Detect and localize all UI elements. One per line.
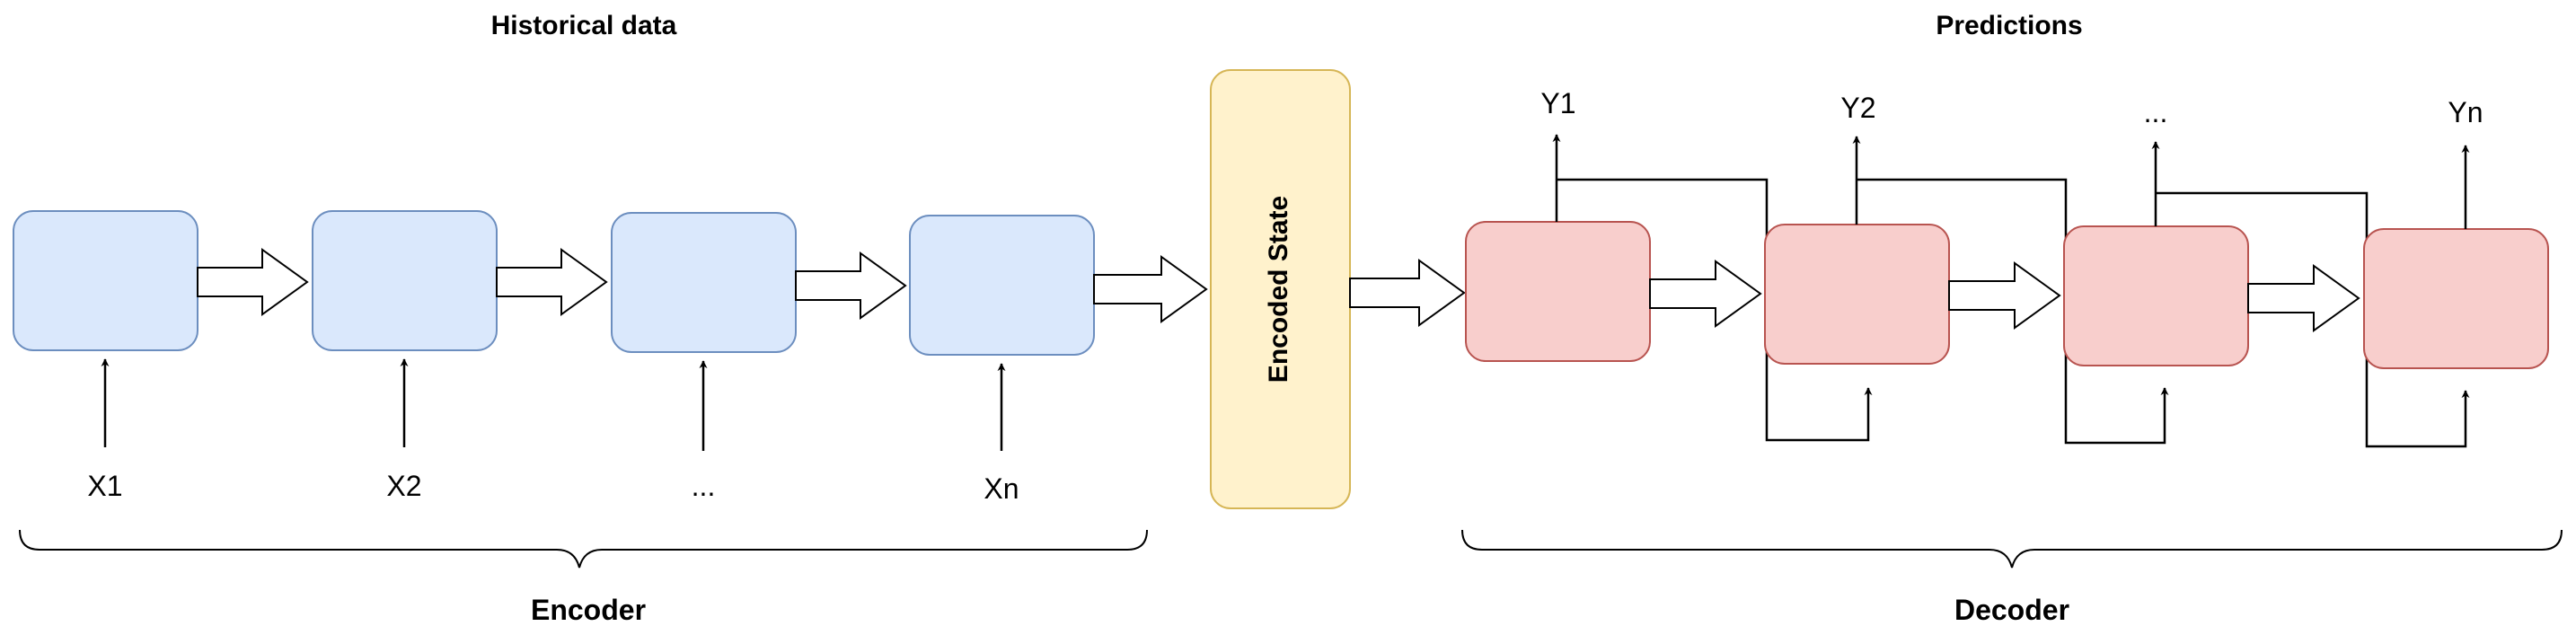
- decoder-arrow-2: [1948, 261, 2061, 330]
- decoder-cell-2: [1764, 224, 1950, 365]
- input-label-x1: X1: [87, 470, 122, 502]
- input-label-x2: X2: [386, 470, 421, 502]
- feedback-line-3: [2156, 191, 2470, 448]
- decoder-cell-1: [1465, 221, 1651, 362]
- state-to-decoder-arrow: [1349, 259, 1466, 327]
- encoder-arrow-4: [1093, 255, 1208, 323]
- decoder-arrow-1: [1649, 260, 1762, 328]
- encoder-cell-2: [312, 210, 498, 351]
- encoder-arrow-1: [197, 248, 309, 316]
- feedback-connectors: [1557, 178, 2470, 448]
- input-label-xn: Xn: [984, 472, 1019, 505]
- predictions-title: Predictions: [1936, 11, 2082, 40]
- decoder-arrow-3: [2247, 264, 2360, 332]
- encoder-arrow-2: [496, 248, 608, 316]
- encoder-brace: [19, 529, 1148, 569]
- feedback-line-1: [1557, 178, 1873, 442]
- encoder-label: Encoder: [531, 594, 646, 626]
- input-label-ellipsis: ...: [692, 470, 716, 502]
- historical-data-title: Historical data: [491, 11, 677, 40]
- encoder-arrow-3: [795, 251, 907, 320]
- output-label-y2: Y2: [1840, 92, 1875, 124]
- encoded-state-label: Encoded State: [1264, 196, 1293, 383]
- output-label-ellipsis: ...: [2144, 96, 2168, 128]
- output-label-y1: Y1: [1540, 87, 1575, 119]
- decoder-cell-4: [2363, 228, 2549, 369]
- encoder-cell-1: [13, 210, 198, 351]
- encoder-cell-4: [909, 215, 1095, 356]
- decoder-brace: [1461, 529, 2563, 569]
- output-label-yn: Yn: [2448, 96, 2483, 128]
- feedback-line-2: [1857, 178, 2169, 445]
- decoder-cell-3: [2063, 225, 2249, 366]
- encoder-cell-3: [611, 212, 797, 353]
- decoder-label: Decoder: [1954, 594, 2069, 626]
